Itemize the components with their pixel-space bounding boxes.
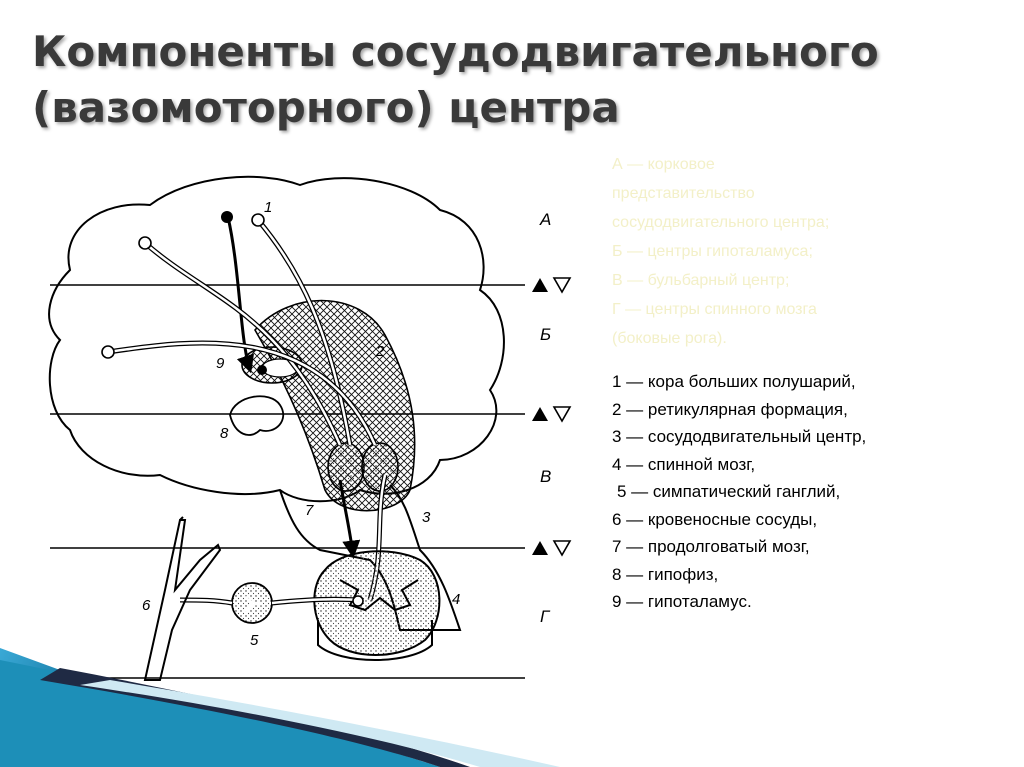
title-line-2: (вазомоторного) центра: [32, 83, 620, 132]
title-line-1: Компоненты сосудодвигательного: [32, 27, 879, 76]
legend-item: 9 — гипоталамус.: [612, 592, 752, 611]
label-9: 9: [216, 355, 225, 372]
legend-level-line: Б — центры гипоталамуса;: [612, 243, 813, 260]
legend-level-line: А — корковое: [612, 156, 715, 173]
legend-item: 5 — симпатический ганглий,: [617, 482, 841, 501]
legend-item: 1 — кора больших полушарий,: [612, 372, 856, 391]
decorative-corner-swoosh: [0, 648, 560, 767]
vasomotor-center-right: [361, 442, 399, 492]
legend-item: 7 — продолговатый мозг,: [612, 537, 810, 556]
pathway-bulbar-down: [338, 479, 361, 559]
label-5: 5: [250, 632, 259, 649]
neuron-cortex-1: [221, 211, 233, 223]
legend-item: 4 — спинной мозг,: [612, 454, 756, 474]
label-8: 8: [220, 425, 229, 442]
vasomotor-center-diagram: А Б В Г 1 2 3 4 5 6 7 8 9: [48, 175, 572, 681]
legend-level-line: сосудодвигательного центра;: [612, 214, 830, 231]
level-arrows-2: [532, 406, 572, 423]
level-label-g: Г: [540, 607, 551, 626]
label-7: 7: [305, 502, 314, 519]
legend-components: 1 — кора больших полушарий, 2 — ретикуля…: [612, 368, 1012, 616]
blood-vessels: [143, 519, 222, 681]
legend-level-line: Г — центры спинного мозга: [612, 301, 817, 318]
legend-item: 8 — гипофиз,: [612, 564, 719, 584]
level-arrows-1: [532, 277, 572, 294]
legend-level-line: (боковые рога).: [612, 330, 727, 347]
label-3: 3: [422, 509, 431, 526]
legend-level-line: представительство: [612, 185, 755, 202]
label-6: 6: [142, 597, 151, 614]
legend-levels: А — корковое представительство сосудодви…: [612, 150, 1012, 353]
legend-item: 2 — ретикулярная формация,: [612, 399, 848, 419]
label-1: 1: [264, 199, 272, 216]
pathway-cortex-1: [226, 216, 254, 374]
level-arrows-3: [532, 540, 572, 557]
level-label-a: А: [539, 210, 551, 229]
level-label-b: Б: [540, 325, 551, 344]
legend-item: 6 — кровеносные сосуды,: [612, 509, 818, 529]
label-2: 2: [375, 343, 385, 360]
slide-title: Компоненты сосудодвигательного (вазомото…: [32, 24, 992, 136]
label-4: 4: [452, 591, 460, 608]
legend-level-line: В — бульбарный центр;: [612, 272, 790, 289]
hypophysis-outline: [229, 395, 285, 436]
brain-outline: [48, 175, 505, 503]
legend-item: 3 — сосудодвигательный центр,: [612, 427, 867, 446]
level-label-v: В: [540, 467, 551, 486]
vasomotor-center-left: [327, 442, 365, 492]
